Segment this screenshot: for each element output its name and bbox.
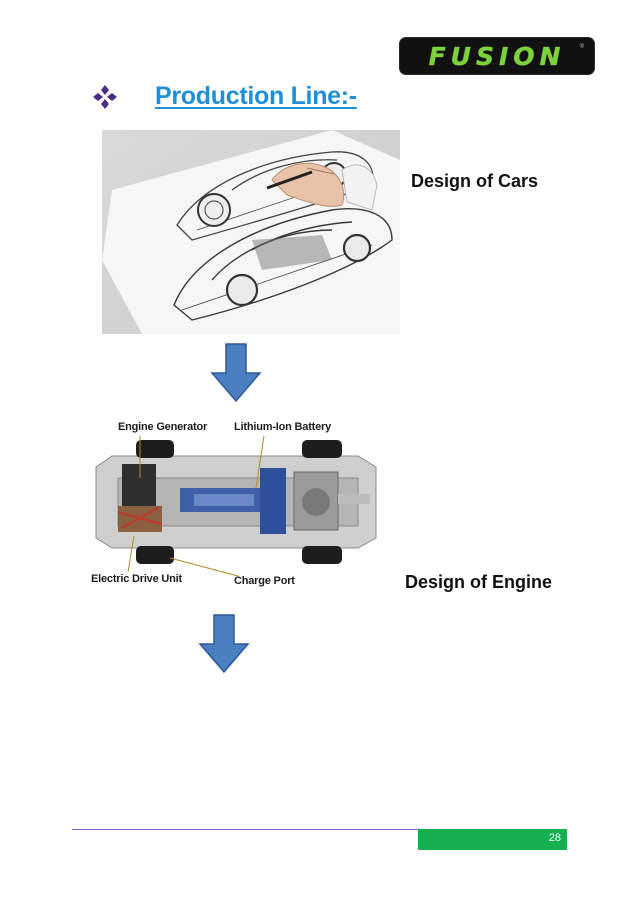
footer-rule <box>72 829 418 830</box>
down-arrow-icon <box>210 343 262 403</box>
callout-engine-generator: Engine Generator <box>118 421 208 433</box>
fusion-logo: FUSION ® <box>399 37 595 75</box>
callout-electric-drive-unit: Electric Drive Unit <box>91 573 182 585</box>
step-label-design-of-cars: Design of Cars <box>411 171 539 191</box>
callout-charge-port: Charge Port <box>234 575 295 587</box>
page-number-box <box>418 829 567 850</box>
registered-mark-icon: ® <box>579 44 584 50</box>
car-sketch-image <box>102 130 400 334</box>
down-arrow-icon <box>198 614 250 674</box>
callout-lithium-ion-battery: Lithium-Ion Battery <box>234 421 332 433</box>
page-number: 28 <box>548 832 561 844</box>
step-label-design-of-engine: Design of Engine <box>405 572 553 592</box>
section-title: Production Line:- <box>155 82 357 110</box>
diamond-bullet-icon <box>93 85 117 109</box>
logo-text: FUSION <box>428 41 566 71</box>
ev-chassis-diagram: Engine Generator Lithium-Ion Battery Ele… <box>88 412 384 592</box>
